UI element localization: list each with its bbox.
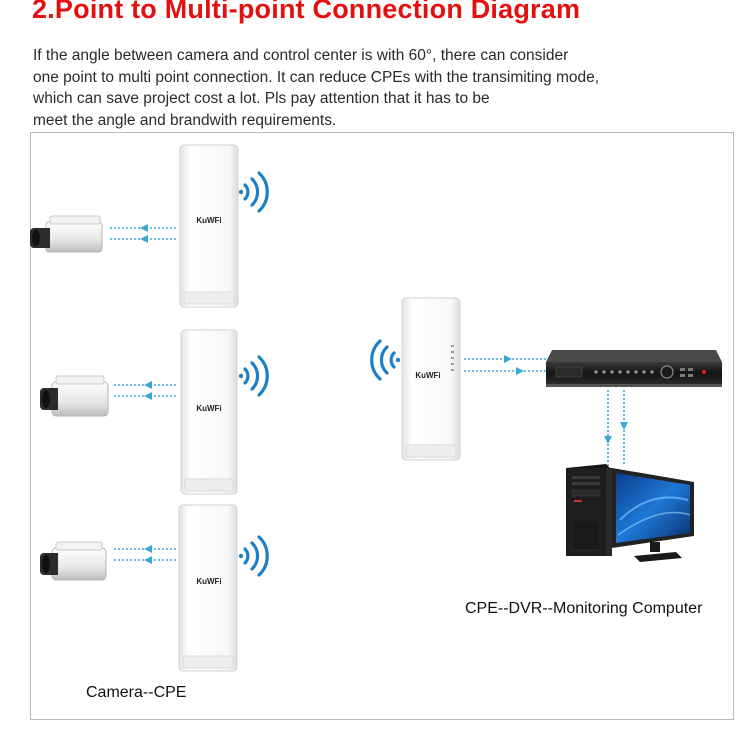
description: If the angle between camera and control … (33, 45, 733, 131)
cpe-device: KuWFi (401, 297, 461, 461)
link-arrows (108, 224, 176, 243)
cpe-device: KuWFi (180, 329, 238, 495)
link-arrows (112, 545, 176, 564)
brand-logo: KuWFi (196, 577, 221, 586)
link-arrows (604, 390, 628, 470)
brand-logo: KuWFi (415, 371, 440, 380)
cpe-device: KuWFi (178, 504, 238, 672)
cpe-dvr-computer-label: CPE--DVR--Monitoring Computer (465, 600, 703, 617)
ip-camera (40, 375, 109, 417)
link-arrows (112, 381, 176, 400)
computer-tower (566, 464, 612, 556)
wifi-signal-icon (238, 171, 269, 213)
page-title: 2.Point to Multi-point Connection Diagra… (32, 0, 581, 24)
description-line: If the angle between camera and control … (33, 47, 569, 64)
wifi-signal-icon (238, 535, 269, 577)
ip-camera (30, 215, 103, 253)
camera-cpe-label: Camera--CPE (86, 684, 187, 701)
description-line: which can save project cost a lot. Pls p… (33, 90, 490, 107)
brand-logo: KuWFi (196, 404, 221, 413)
brand-logo: KuWFi (196, 216, 221, 225)
description-line: meet the angle and brandwith requirement… (33, 111, 337, 129)
dvr-recorder (546, 350, 722, 387)
wifi-signal-icon (370, 339, 401, 381)
link-arrows (464, 355, 546, 375)
computer-monitor (612, 468, 694, 562)
description-line: one point to multi point connection. It … (33, 68, 600, 86)
cpe-device: KuWFi (179, 144, 239, 308)
ip-camera (40, 541, 107, 581)
wifi-signal-icon (238, 355, 269, 397)
